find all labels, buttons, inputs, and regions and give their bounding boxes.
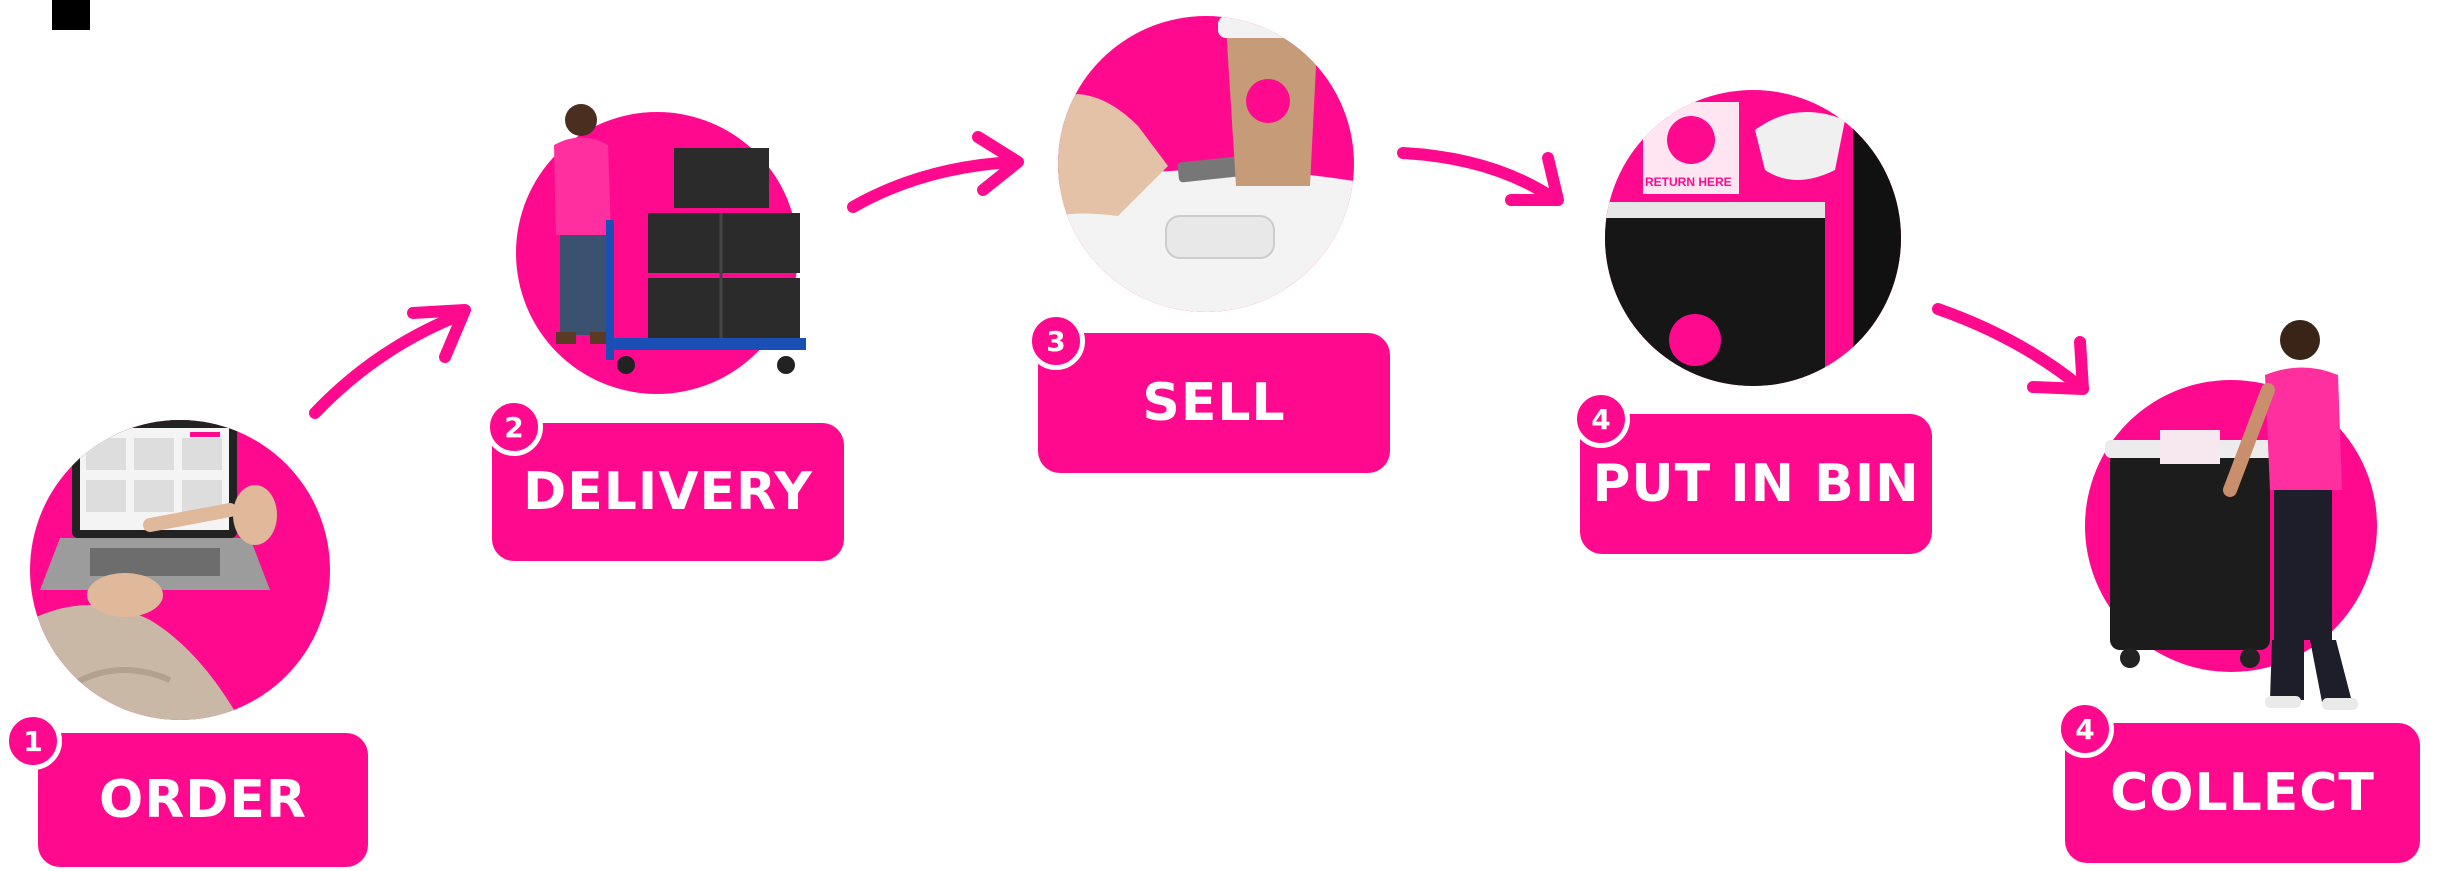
bin-photo-circle: RETURN HERE	[1605, 90, 1901, 386]
step-number-badge: 1	[4, 712, 62, 770]
step-number-badge: 2	[485, 398, 543, 456]
arrow-right-icon	[847, 131, 1024, 213]
arrow-right-icon	[309, 304, 471, 419]
sell-photo-circle	[1058, 16, 1354, 312]
coffee-payment-illustration	[1058, 16, 1354, 312]
laptop-illustration	[30, 420, 277, 720]
step-number-badge: 3	[1027, 312, 1085, 370]
step-label-put-in-bin: PUT IN BIN	[1580, 414, 1932, 554]
arrow-right-icon	[1932, 303, 2089, 395]
step-label-delivery: DELIVERY	[492, 423, 844, 561]
step-number-badge: 4	[2056, 700, 2114, 758]
collector-with-bin	[2105, 320, 2358, 710]
arrow-right-icon	[1397, 147, 1564, 206]
bin-sign-text: RETURN HERE	[1645, 175, 1732, 189]
step-label-sell: SELL	[1038, 333, 1390, 473]
return-bin-illustration: RETURN HERE	[1605, 102, 1901, 386]
delivery-person-with-crates	[554, 104, 806, 374]
step-number-badge: 4	[1572, 390, 1630, 448]
step-label-order: ORDER	[38, 733, 368, 867]
step-label-collect: COLLECT	[2065, 723, 2420, 863]
order-photo-circle	[30, 420, 330, 720]
corner-marker	[52, 0, 90, 30]
